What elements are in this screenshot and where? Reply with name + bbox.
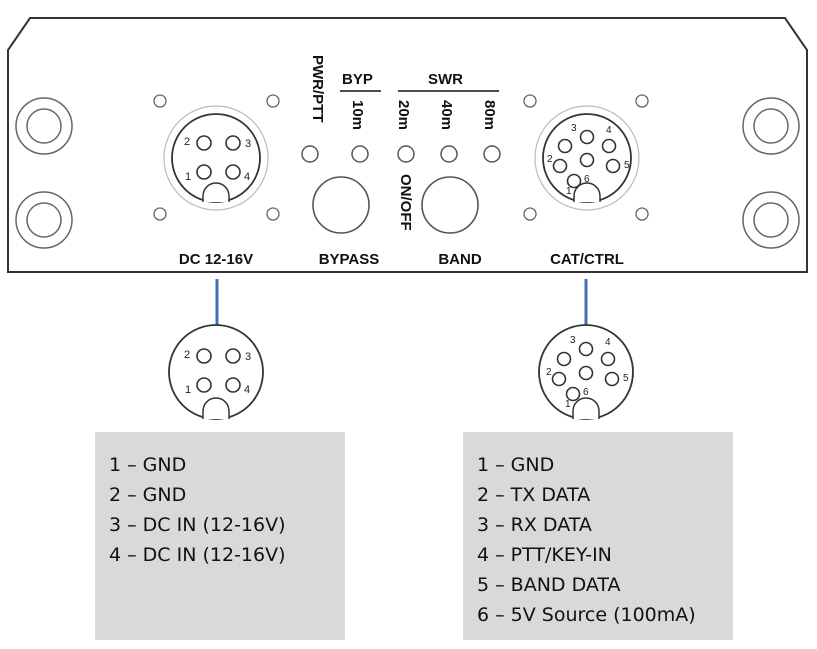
screw bbox=[266, 207, 280, 221]
cat-detail-pin-2-label: 2 bbox=[546, 367, 552, 378]
cat-pinout-table: 1 – GND 2 – TX DATA 3 – RX DATA 4 – PTT/… bbox=[463, 432, 733, 640]
bypass-button-label: BYPASS bbox=[319, 251, 380, 268]
dc-pin-2-label: 2 bbox=[184, 136, 190, 148]
dc-pinout-table: 1 – GND 2 – GND 3 – DC IN (12-16V) 4 – D… bbox=[95, 432, 345, 640]
cat-detail-pin-6-label: 6 bbox=[583, 387, 589, 398]
label-10m: 10m bbox=[349, 100, 366, 130]
led-80m bbox=[483, 145, 501, 163]
bypass-button[interactable] bbox=[312, 176, 370, 234]
cat-pin-3-label: 3 bbox=[571, 123, 577, 134]
dc-connector-label: DC 12-16V bbox=[179, 251, 253, 268]
cat-connector-label: CAT/CTRL bbox=[550, 251, 624, 268]
cat-pin-6-label: 6 bbox=[584, 174, 590, 185]
mount-hole-right-bottom bbox=[742, 191, 800, 249]
cat-pin-1-label: 1 bbox=[566, 186, 572, 197]
led-40m bbox=[440, 145, 458, 163]
dc-pin-1-label: 1 bbox=[185, 171, 191, 183]
dc-detail-pin-4-label: 4 bbox=[244, 384, 250, 396]
band-button-label: BAND bbox=[438, 251, 481, 268]
dc-pinout-row: 2 – GND bbox=[109, 484, 187, 506]
swr-label: SWR bbox=[428, 71, 463, 88]
led-10m bbox=[351, 145, 369, 163]
screw bbox=[153, 94, 167, 108]
byp-label: BYP bbox=[342, 71, 373, 88]
cat-connector-detail: 3 4 2 5 6 1 bbox=[538, 324, 634, 420]
cat-detail-pin-1-label: 1 bbox=[565, 399, 571, 410]
pwr-ptt-led bbox=[301, 145, 319, 163]
dc-detail-pin-2-label: 2 bbox=[184, 349, 190, 361]
pwr-ptt-label: PWR/PTT bbox=[309, 55, 326, 123]
dc-pin-4-label: 4 bbox=[244, 171, 250, 183]
screw bbox=[266, 94, 280, 108]
cat-pin-4-label: 4 bbox=[606, 125, 612, 136]
front-panel-outline bbox=[7, 17, 808, 273]
band-button[interactable] bbox=[421, 176, 479, 234]
dc-connector-detail: 2 3 1 4 bbox=[168, 324, 264, 420]
cat-pinout-row: 2 – TX DATA bbox=[477, 484, 591, 506]
cat-pinout-row: 3 – RX DATA bbox=[477, 514, 592, 536]
cat-connector-panel: 3 4 2 5 6 1 bbox=[534, 105, 640, 211]
dc-connector-panel: 2 3 1 4 bbox=[163, 105, 269, 211]
screw bbox=[635, 94, 649, 108]
screw bbox=[523, 207, 537, 221]
mount-hole-right-top bbox=[742, 97, 800, 155]
cat-pinout-row: 4 – PTT/KEY-IN bbox=[477, 544, 612, 566]
led-20m bbox=[397, 145, 415, 163]
cat-pinout-row: 6 – 5V Source (100mA) bbox=[477, 604, 696, 626]
cat-pin-5-label: 5 bbox=[624, 160, 630, 171]
dc-pin-3-label: 3 bbox=[245, 138, 251, 150]
screw bbox=[635, 207, 649, 221]
dc-pinout-row: 1 – GND bbox=[109, 454, 187, 476]
cat-pinout-row: 1 – GND bbox=[477, 454, 555, 476]
dc-detail-pin-1-label: 1 bbox=[185, 384, 191, 396]
label-80m: 80m bbox=[481, 100, 498, 130]
cat-pin-2-label: 2 bbox=[547, 154, 553, 165]
screw bbox=[153, 207, 167, 221]
cat-detail-pin-3-label: 3 bbox=[570, 335, 576, 346]
cat-detail-pin-4-label: 4 bbox=[605, 337, 611, 348]
cat-pinout-row: 5 – BAND DATA bbox=[477, 574, 621, 596]
mount-hole-left-bottom bbox=[15, 191, 73, 249]
screw bbox=[523, 94, 537, 108]
label-20m: 20m bbox=[395, 100, 412, 130]
label-40m: 40m bbox=[438, 100, 455, 130]
cat-detail-pin-5-label: 5 bbox=[623, 373, 629, 384]
dc-pinout-row: 4 – DC IN (12-16V) bbox=[109, 544, 286, 566]
on-off-label: ON/OFF bbox=[397, 174, 414, 231]
mount-hole-left-top bbox=[15, 97, 73, 155]
dc-detail-pin-3-label: 3 bbox=[245, 351, 251, 363]
dc-pinout-row: 3 – DC IN (12-16V) bbox=[109, 514, 286, 536]
